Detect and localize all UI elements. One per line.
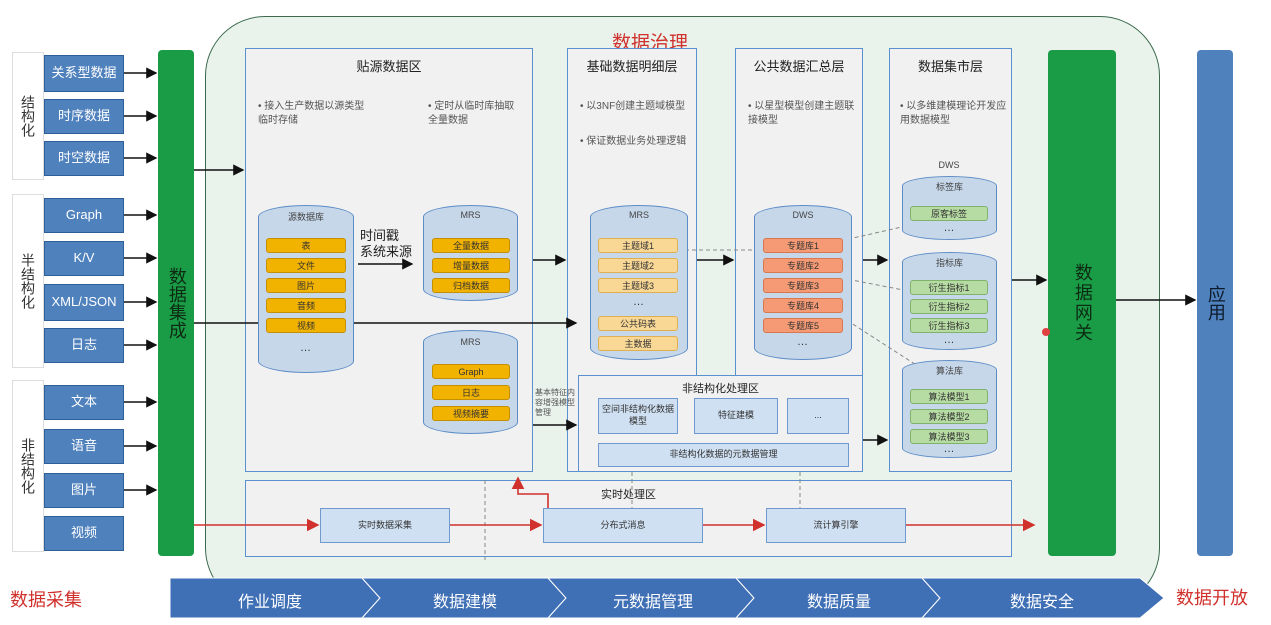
source-timeseries[interactable]: 时序数据 xyxy=(44,99,124,134)
source-db-ellipsis: … xyxy=(300,342,312,354)
mrs1-item: 增量数据 xyxy=(432,258,510,273)
source-db-item: 表 xyxy=(266,238,346,253)
step-job-scheduling[interactable]: 作业调度 xyxy=(237,594,302,611)
unstructured-side-note: 基本特征内容增强模型管理 xyxy=(535,388,575,417)
summary-dws-label: DWS xyxy=(792,210,814,220)
data-integration-bar[interactable]: 数据集成 xyxy=(158,50,194,556)
rt-stream-engine[interactable]: 流计算引擎 xyxy=(766,508,906,543)
group-semi: 半结构化 xyxy=(12,194,44,368)
summary-ellipsis: … xyxy=(797,336,809,348)
zone-summary-title: 公共数据汇总层 xyxy=(753,59,845,74)
detail-item2: 主数据 xyxy=(598,336,678,351)
algo-ellipsis: … xyxy=(943,443,956,455)
rt-distributed-messaging[interactable]: 分布式消息 xyxy=(543,508,703,543)
zone-detail-note1: • 以3NF创建主题域模型 xyxy=(580,101,686,112)
summary-item: 专题库3 xyxy=(763,278,843,293)
step-data-security[interactable]: 数据安全 xyxy=(1009,594,1074,611)
mrs2-item: Graph xyxy=(432,364,510,379)
box-more[interactable]: ... xyxy=(787,398,849,434)
summary-item: 专题库5 xyxy=(763,318,843,333)
source-video[interactable]: 视频 xyxy=(44,516,124,551)
index-item: 衍生指标3 xyxy=(910,318,988,333)
rt-collection[interactable]: 实时数据采集 xyxy=(320,508,450,543)
mrs1-item: 归档数据 xyxy=(432,278,510,293)
zone-source-note2: • 定时从临时库抽取全量数据 xyxy=(428,101,515,126)
index-item: 衍生指标2 xyxy=(910,299,988,314)
zone-source-note1: • 接入生产数据以源类型临时存储 xyxy=(258,101,365,126)
zone-detail-title: 基础数据明细层 xyxy=(586,59,678,74)
source-spatiotemporal[interactable]: 时空数据 xyxy=(44,141,124,176)
mrs1-label: MRS xyxy=(460,210,481,220)
mrs1-item: 全量数据 xyxy=(432,238,510,253)
source-relational[interactable]: 关系型数据 xyxy=(44,55,124,92)
source-arrows xyxy=(124,67,158,496)
zone-source-title: 贴源数据区 xyxy=(356,59,422,74)
zone-realtime-title: 实时处理区 xyxy=(601,489,656,501)
algo-db-label: 算法库 xyxy=(935,366,963,376)
data-gateway-bar[interactable]: 数据网关 xyxy=(1048,50,1116,556)
mart-dws-label: DWS xyxy=(938,160,960,170)
algo-item: 算法模型3 xyxy=(910,429,988,444)
summary-item: 专题库2 xyxy=(763,258,843,273)
source-db-item: 文件 xyxy=(266,258,346,273)
group-structured: 结构化 xyxy=(12,52,44,180)
detail-mrs-label: MRS xyxy=(629,210,649,220)
box-spatial-unstructured-model[interactable]: 空间非结构化数据模型 xyxy=(598,398,678,434)
zone-mart-note1: • 以多维建模理论开发应用数据模型 xyxy=(900,101,1007,126)
mrs2-item: 日志 xyxy=(432,385,510,400)
zone-summary-note1: • 以星型模型创建主题联接模型 xyxy=(748,101,855,126)
summary-item: 专题库1 xyxy=(763,238,843,253)
source-graph[interactable]: Graph xyxy=(44,198,124,233)
box-unstructured-metadata[interactable]: 非结构化数据的元数据管理 xyxy=(598,443,849,467)
detail-item: 主题域3 xyxy=(598,278,678,293)
source-kv[interactable]: K/V xyxy=(44,241,124,276)
source-log[interactable]: 日志 xyxy=(44,328,124,363)
group-unstructured: 非结构化 xyxy=(12,380,44,552)
source-db-label: 源数据库 xyxy=(287,212,324,222)
source-db-item: 视频 xyxy=(266,318,346,333)
box-feature-modeling[interactable]: 特征建模 xyxy=(694,398,778,434)
detail-ellipsis: … xyxy=(633,296,645,308)
bottom-left-label: 数据采集 xyxy=(10,590,82,610)
index-db-label: 指标库 xyxy=(935,258,963,268)
application-bar[interactable]: 应用 xyxy=(1197,50,1233,556)
mrs2-label: MRS xyxy=(460,337,481,347)
step-data-modeling[interactable]: 数据建模 xyxy=(432,594,497,611)
zone-mart-title: 数据集市层 xyxy=(917,59,983,74)
step-data-quality[interactable]: 数据质量 xyxy=(806,594,871,611)
bottom-right-label: 数据开放 xyxy=(1176,588,1248,608)
tag-ellipsis: … xyxy=(943,222,956,234)
tag-item: 原客标签 xyxy=(910,206,988,221)
zone-unstructured-title: 非结构化处理区 xyxy=(682,383,759,395)
algo-item: 算法模型2 xyxy=(910,409,988,424)
source-xml-json[interactable]: XML/JSON xyxy=(44,284,124,321)
detail-item: 主题域2 xyxy=(598,258,678,273)
zone-detail-note2: • 保证数据业务处理逻辑 xyxy=(580,136,687,147)
step-metadata-mgmt[interactable]: 元数据管理 xyxy=(612,594,693,611)
source-image[interactable]: 图片 xyxy=(44,473,124,508)
source-voice[interactable]: 语音 xyxy=(44,429,124,464)
source-db-item: 图片 xyxy=(266,278,346,293)
algo-item: 算法模型1 xyxy=(910,389,988,404)
index-item: 衍生指标1 xyxy=(910,280,988,295)
tag-db-label: 标签库 xyxy=(935,182,963,192)
mid-label: 时间戳 系统来源 xyxy=(360,228,413,259)
detail-item2: 公共码表 xyxy=(598,316,678,331)
source-db-item: 音频 xyxy=(266,298,346,313)
summary-item: 专题库4 xyxy=(763,298,843,313)
detail-item: 主题域1 xyxy=(598,238,678,253)
mrs2-item: 视频摘要 xyxy=(432,406,510,421)
index-ellipsis: … xyxy=(943,334,956,346)
source-text[interactable]: 文本 xyxy=(44,385,124,420)
